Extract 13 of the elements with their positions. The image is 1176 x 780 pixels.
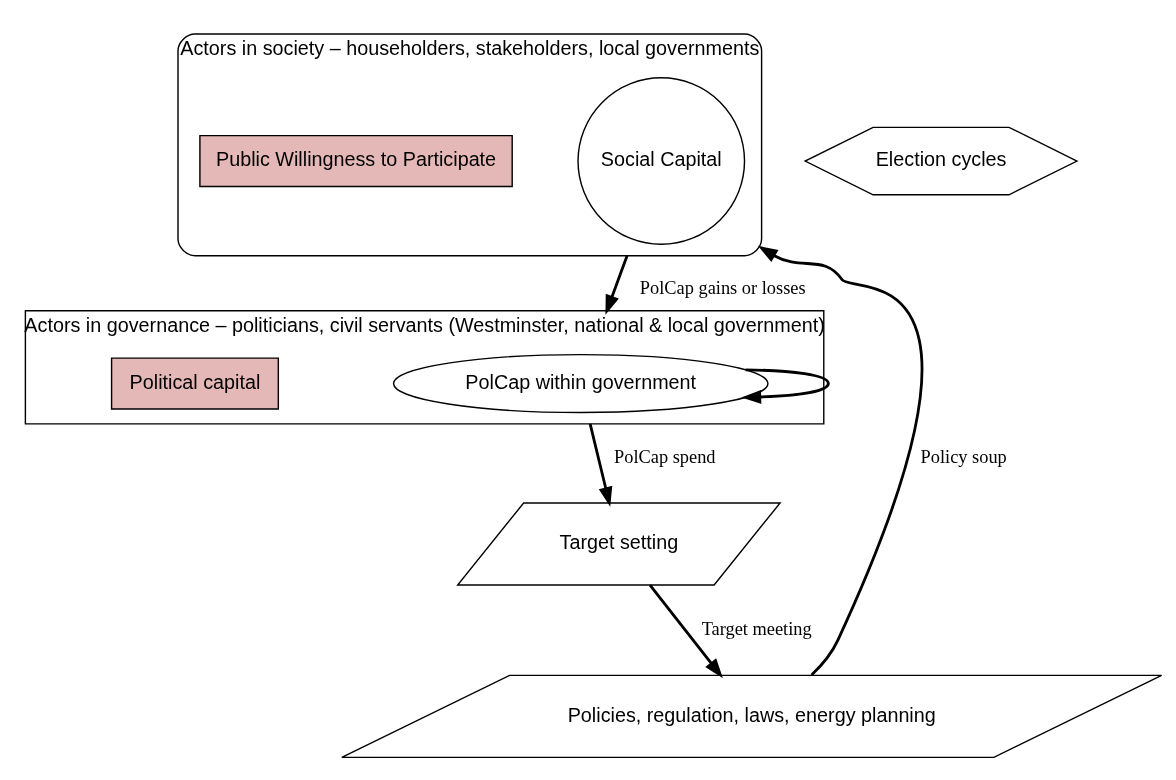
node-circle: Social Capital bbox=[577, 77, 746, 245]
edge-label: PolCap spend bbox=[614, 446, 716, 467]
arrow bbox=[605, 255, 629, 315]
arrow bbox=[757, 245, 924, 676]
edge-label: Target meeting bbox=[701, 618, 812, 639]
node-box: Political capital bbox=[110, 357, 280, 410]
edge-label: PolCap gains or losses bbox=[639, 278, 806, 299]
arrow bbox=[741, 368, 830, 404]
arrow bbox=[588, 423, 613, 507]
node-box: Public Willingness to Participate bbox=[199, 134, 513, 188]
node-ellipse: PolCap within government bbox=[392, 353, 769, 414]
arrow bbox=[648, 584, 723, 679]
edge-label: Policy soup bbox=[920, 446, 1007, 467]
